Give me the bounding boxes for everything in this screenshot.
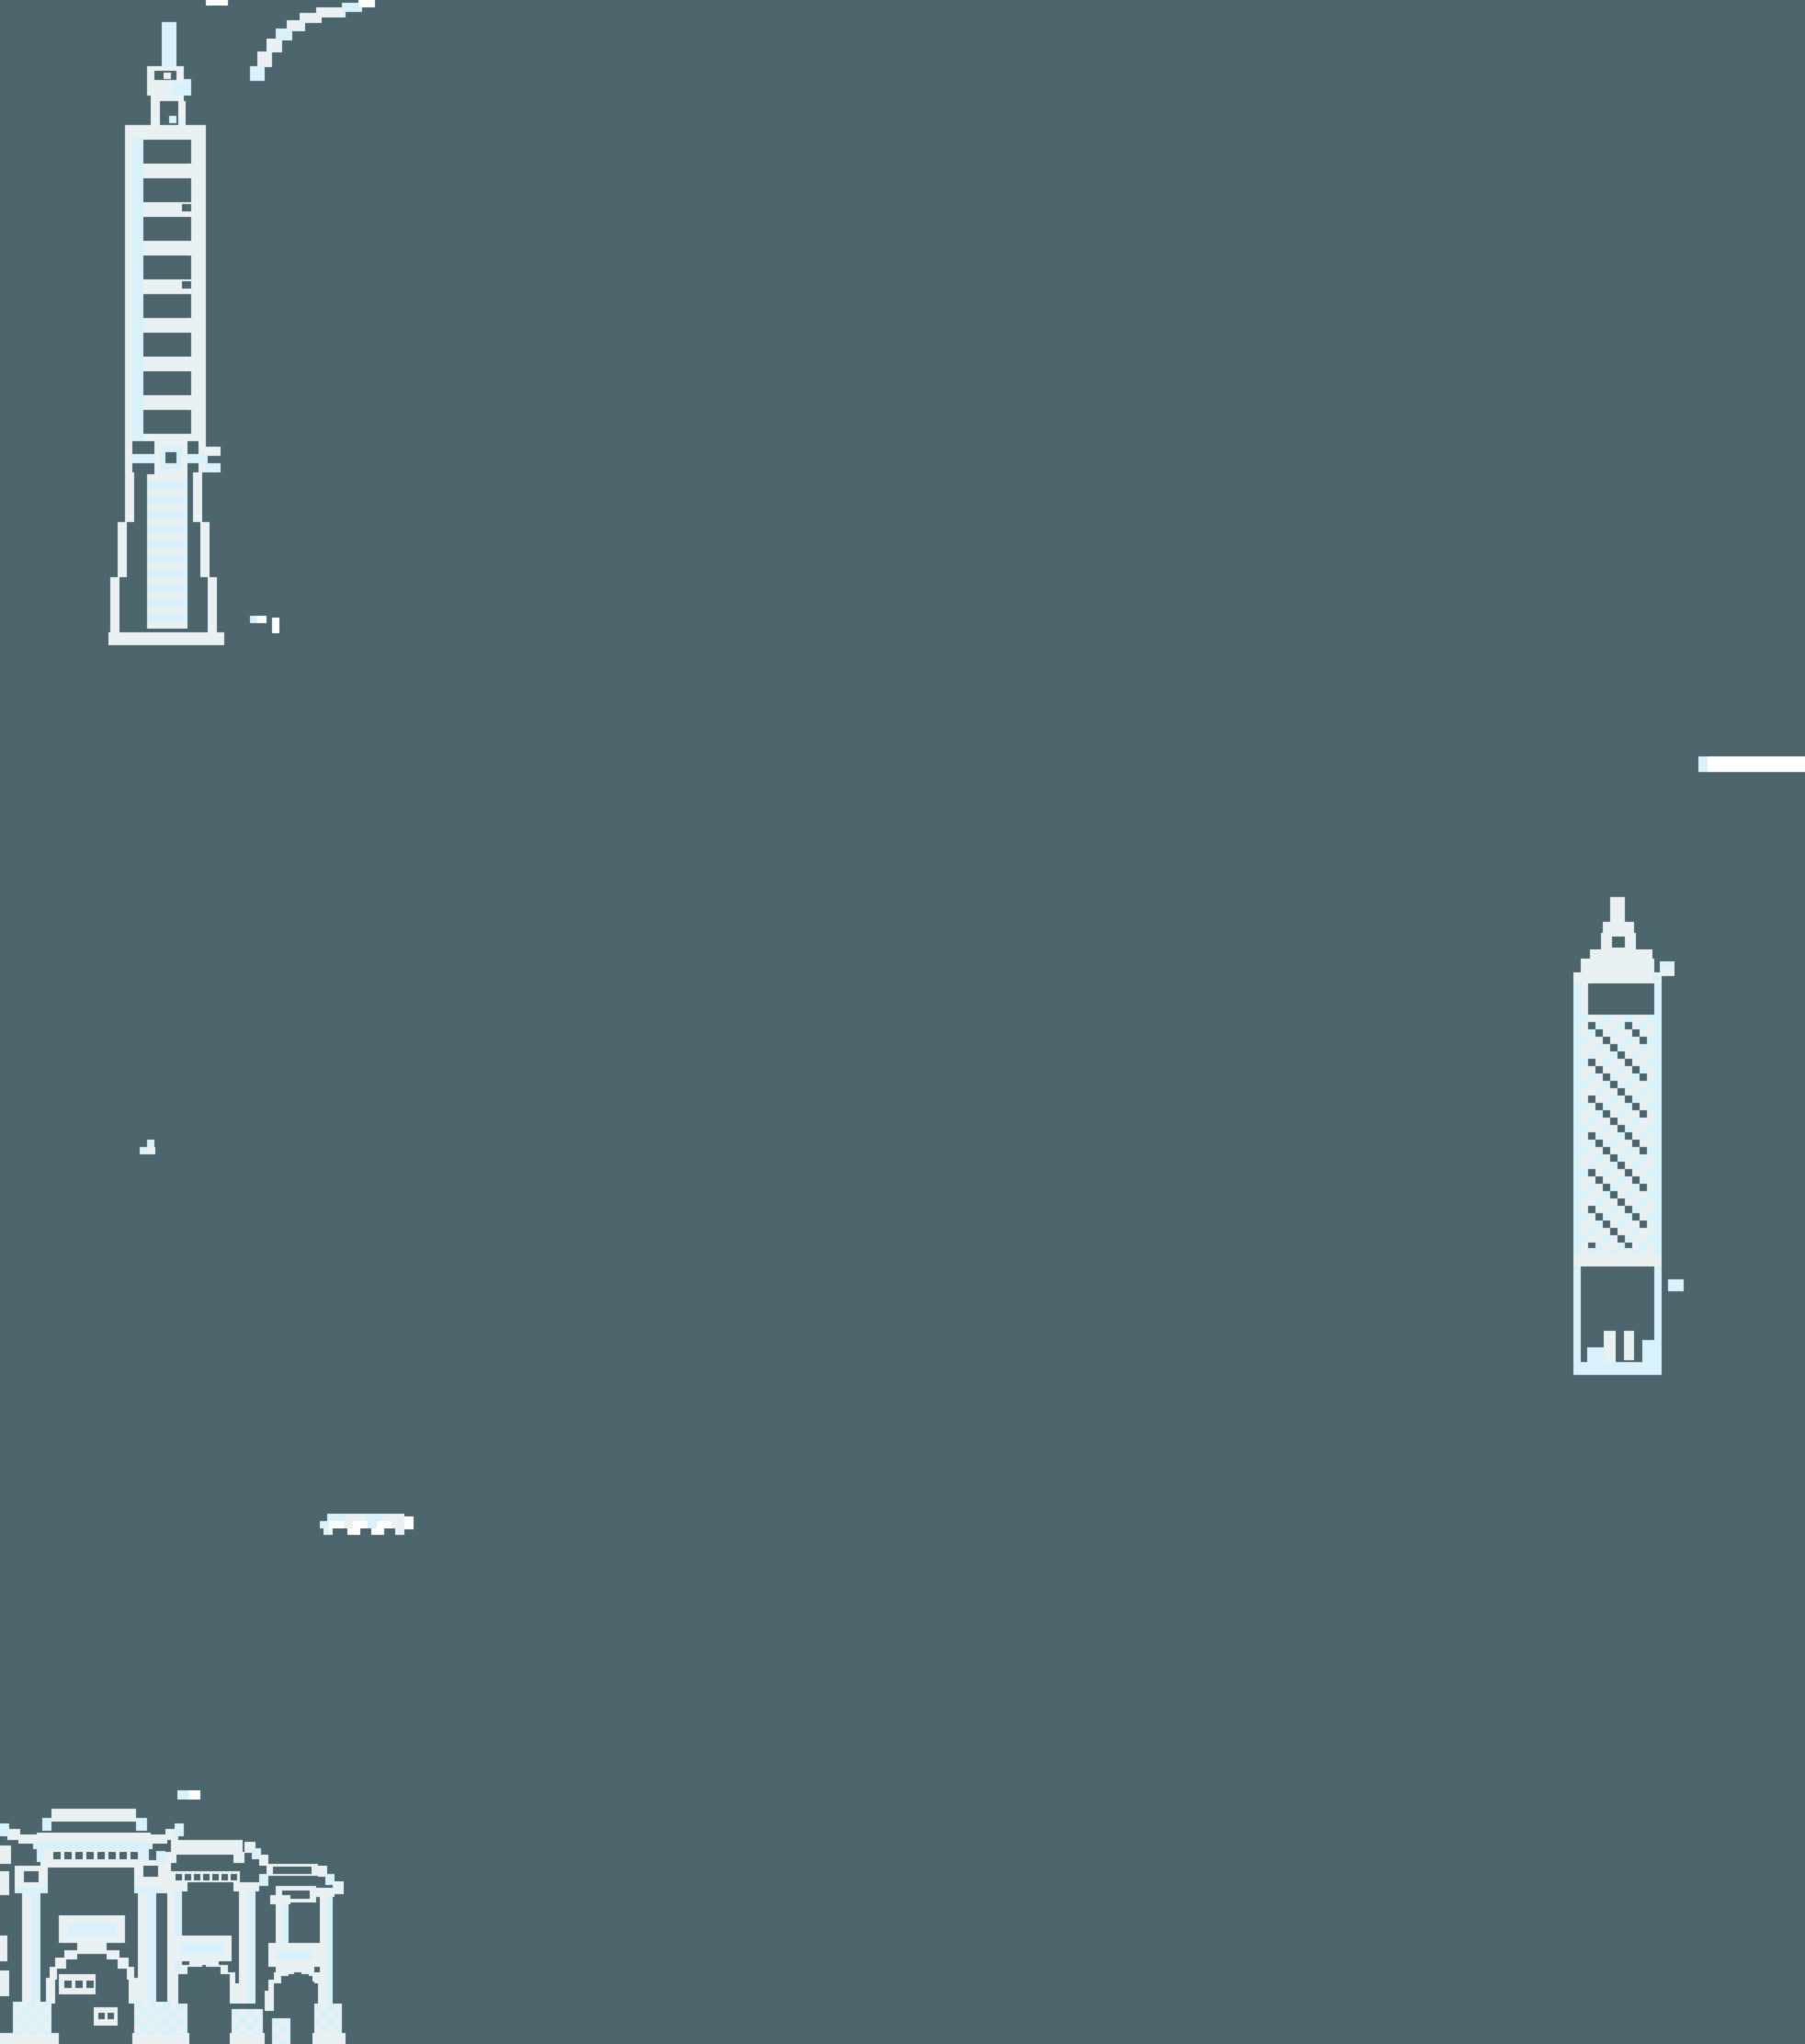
pixel-art-canvas (0, 0, 1805, 2044)
pixel-art-scene (0, 0, 1805, 2044)
